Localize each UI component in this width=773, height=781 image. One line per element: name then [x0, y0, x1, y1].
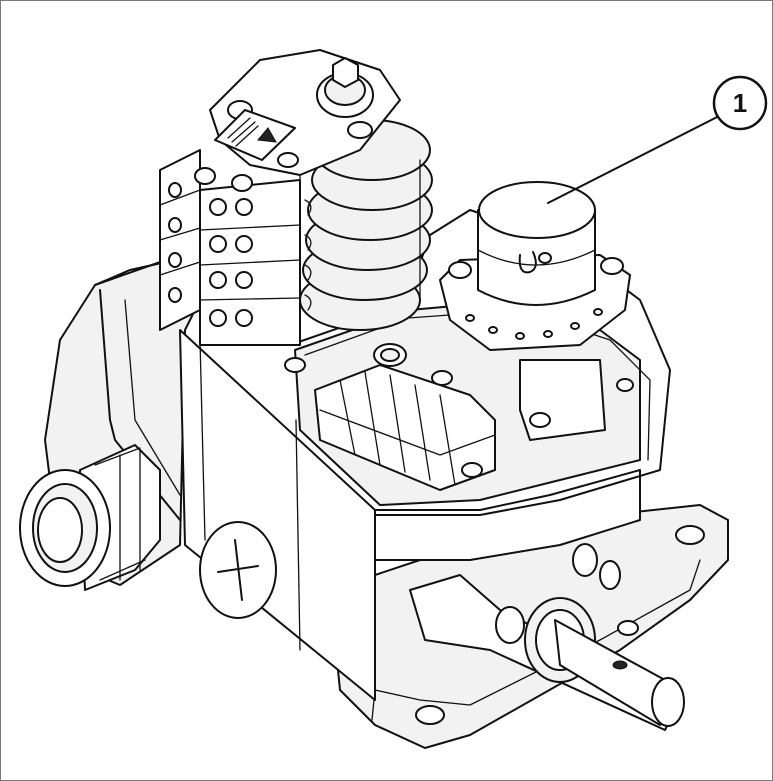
callout-1: 1	[547, 75, 768, 204]
terminal-screws	[168, 182, 253, 327]
callout-label: 1	[733, 88, 747, 118]
cover-screw	[199, 521, 277, 619]
terminal-block-left	[159, 149, 312, 346]
potentiometer	[439, 181, 634, 441]
output-shaft	[409, 543, 685, 731]
cable-gland	[19, 444, 161, 591]
flange-holes	[465, 308, 603, 340]
terminal-block-center	[284, 343, 496, 491]
callout-circle	[712, 75, 768, 131]
cam-stack	[209, 49, 433, 331]
